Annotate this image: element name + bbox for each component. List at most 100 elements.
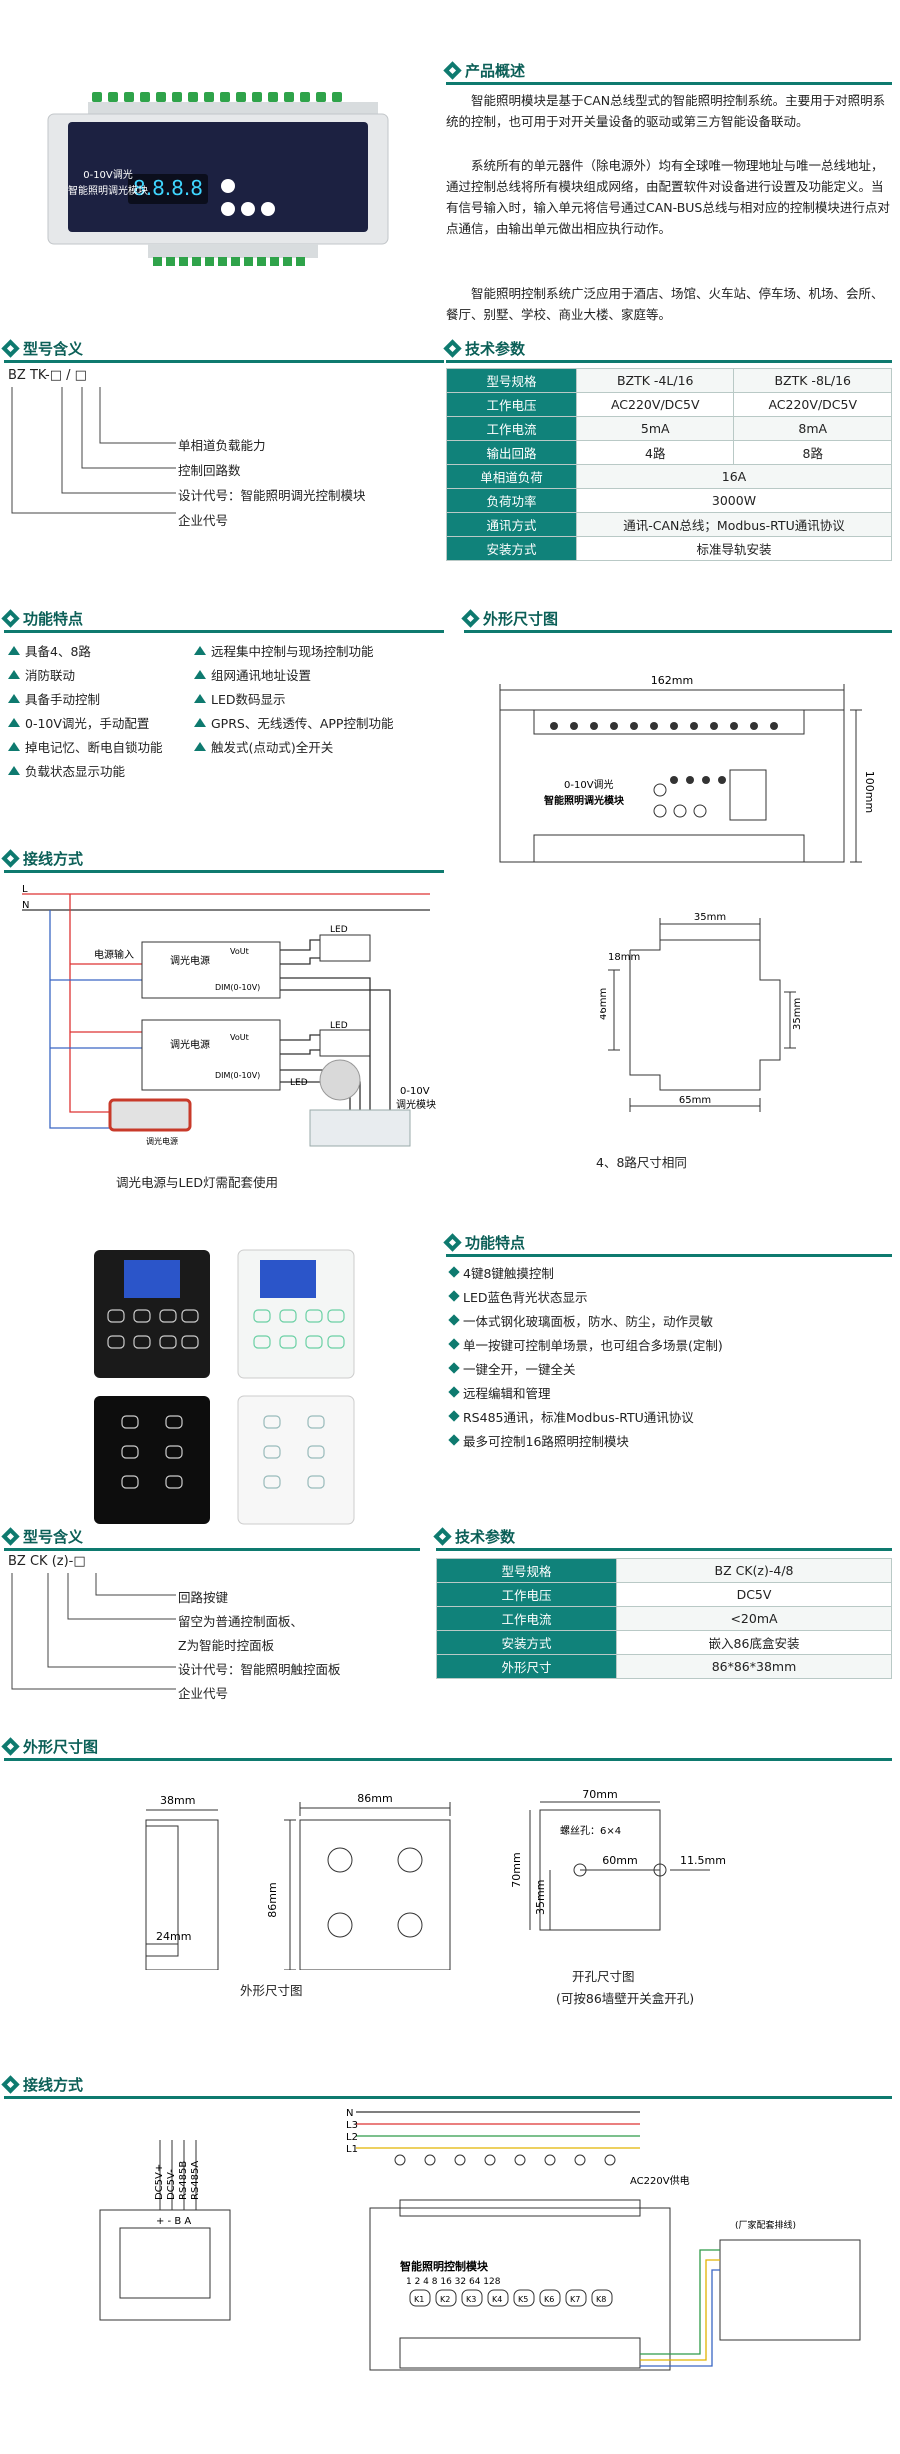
svg-text:L3: L3 [346,2120,358,2131]
model2-item-5: 企业代号 [178,1686,229,1701]
model2-item-1: 回路按键 [178,1590,229,1605]
svg-text:智能照明控制模块: 智能照明控制模块 [400,2259,489,2273]
svg-text:K8: K8 [596,2295,606,2304]
svg-text:RS485A: RS485A [190,2161,201,2200]
model1-header: 型号含义 [1,338,444,363]
bullet-icon [8,669,20,679]
bullet-icon [448,1386,460,1398]
model1-item-4: 企业代号 [178,513,229,528]
svg-text:35mm: 35mm [694,912,726,923]
svg-text:DC5V+: DC5V+ [154,2164,165,2200]
diamond-icon [461,609,480,628]
diamond-icon [1,609,20,628]
svg-text:0-10V调光: 0-10V调光 [564,778,614,791]
dims2-caption2: 开孔尺寸图 [572,1969,635,1984]
digit-display: 8.8.8.8 [133,176,203,200]
svg-text:螺丝孔：6×4: 螺丝孔：6×4 [560,1825,621,1837]
model1-bracket-lines [11,387,176,514]
module-label-1: 0-10V调光 [83,168,133,181]
svg-text:K5: K5 [518,2295,528,2304]
svg-text:智能照明调光模块: 智能照明调光模块 [544,794,625,807]
svg-text:46mm: 46mm [600,988,609,1020]
diamond-icon [443,1233,462,1252]
wiring2-header: 接线方式 [1,2074,892,2099]
model1-code: BZ TK-□ / □ [8,368,87,383]
bullet-icon [448,1362,460,1374]
svg-text:LED: LED [330,925,348,935]
svg-text:L: L [22,884,28,895]
model2-code: BZ CK (z)-□ [8,1554,86,1569]
model2-item-2: 留空为普通控制面板、 [178,1614,304,1629]
bullet-icon [448,1338,460,1350]
bullet-icon [448,1434,460,1446]
bullet-icon [194,669,206,679]
svg-text:18mm: 18mm [608,952,640,963]
svg-text:LED: LED [290,1078,308,1088]
diamond-icon [1,339,20,358]
bullet-icon [448,1290,460,1302]
features1-header: 功能特点 [1,608,444,633]
model1-item-2: 控制回路数 [178,463,241,478]
svg-text:K6: K6 [544,2295,554,2304]
diamond-icon [1,2075,20,2094]
svg-text:调光电源: 调光电源 [170,1038,210,1051]
model2-item-3: Z为智能时控面板 [178,1638,275,1653]
svg-text:38mm: 38mm [160,1794,195,1807]
svg-text:LED: LED [330,1021,348,1031]
wiring1-caption: 调光电源与LED灯需配套使用 [116,1175,278,1190]
bullet-icon [8,717,20,727]
bullet-icon [194,645,206,655]
diamond-icon [433,1527,452,1546]
diamond-icon [1,1737,20,1756]
panel-photos [94,1246,384,1528]
svg-text:(厂家配套排线): (厂家配套排线) [735,2219,796,2231]
svg-text:DIM(0-10V): DIM(0-10V) [215,1071,260,1080]
svg-text:70mm: 70mm [582,1790,617,1801]
svg-text:DIM(0-10V): DIM(0-10V) [215,983,260,992]
diamond-icon [443,61,462,80]
overview-p2: 系统所有的单元器件（除电源外）均有全球唯一物理地址与唯一总线地址，通过控制总线将… [446,158,890,236]
svg-text:L1: L1 [346,2144,358,2155]
svg-text:K1: K1 [414,2295,424,2304]
model1-item-1: 单相道负载能力 [178,438,266,453]
bullet-icon [448,1266,460,1278]
svg-text:AC220V供电: AC220V供电 [630,2174,690,2187]
dims2-caption1: 外形尺寸图 [240,1983,303,1998]
svg-text:VoUt: VoUt [230,947,249,956]
dims2-caption3: (可按86墙壁开关盒开孔) [556,1991,695,2006]
model1-item-3: 设计代号：智能照明调光控制模块 [178,488,366,503]
svg-text:K7: K7 [570,2295,580,2304]
svg-text:1 2 4 8 16 32 64 128: 1 2 4 8 16 32 64 128 [406,2277,501,2287]
bullet-icon [194,741,206,751]
spec2-header: 技术参数 [433,1526,892,1551]
svg-text:100mm: 100mm [863,771,874,813]
svg-text:60mm: 60mm [602,1854,637,1867]
dims2-drawings: 38mm 24mm 86mm 86mm 70mm 70mm 60mm 11.5m… [145,1790,726,1970]
svg-text:70mm: 70mm [510,1852,523,1887]
bullet-icon [8,741,20,751]
overview-p1: 智能照明模块是基于CAN总线型式的智能照明控制系统。主要用于对照明系统的控制，也… [446,93,886,129]
svg-text:N: N [22,900,29,911]
wiring1-header: 接线方式 [1,848,444,873]
wiring2-panel-terminals: DC5V+ DC5V- RS485B RS485A + - B A [99,2140,231,2321]
svg-text:调光电源: 调光电源 [146,1136,178,1146]
bullet-icon [448,1314,460,1326]
dims1-note: 4、8路尺寸相同 [596,1155,687,1170]
svg-text:65mm: 65mm [679,1095,711,1106]
svg-text:调光电源: 调光电源 [170,954,210,967]
svg-text:K4: K4 [492,2295,502,2304]
svg-text:86mm: 86mm [266,1882,279,1917]
svg-text:35mm: 35mm [534,1880,547,1915]
model2-item-4: 设计代号：智能照明触控面板 [178,1662,341,1677]
dims2-header: 外形尺寸图 [1,1736,892,1761]
overview-p3: 智能照明控制系统广泛应用于酒店、场馆、火车站、停车场、机场、会所、餐厅、别墅、学… [446,286,884,322]
features1-right: 远程集中控制与现场控制功能 组网通讯地址设置 LED数码显示 GPRS、无线透传… [194,638,393,758]
features2-list: 4键8键触摸控制 LED蓝色背光状态显示 一体式钢化玻璃面板，防水、防尘，动作灵… [448,1260,723,1452]
module-photo: 8.8.8.8 0-10V调光 智能照明调光模块 [28,74,398,284]
svg-text:调光模块: 调光模块 [396,1098,436,1111]
dims1-side-drawing: 35mm 18mm 46mm 35mm 65mm [600,912,800,1112]
svg-text:24mm: 24mm [156,1930,191,1943]
dims1-front-drawing: 162mm 100mm 0-10V调光 智能照明调光模块 [499,674,874,863]
